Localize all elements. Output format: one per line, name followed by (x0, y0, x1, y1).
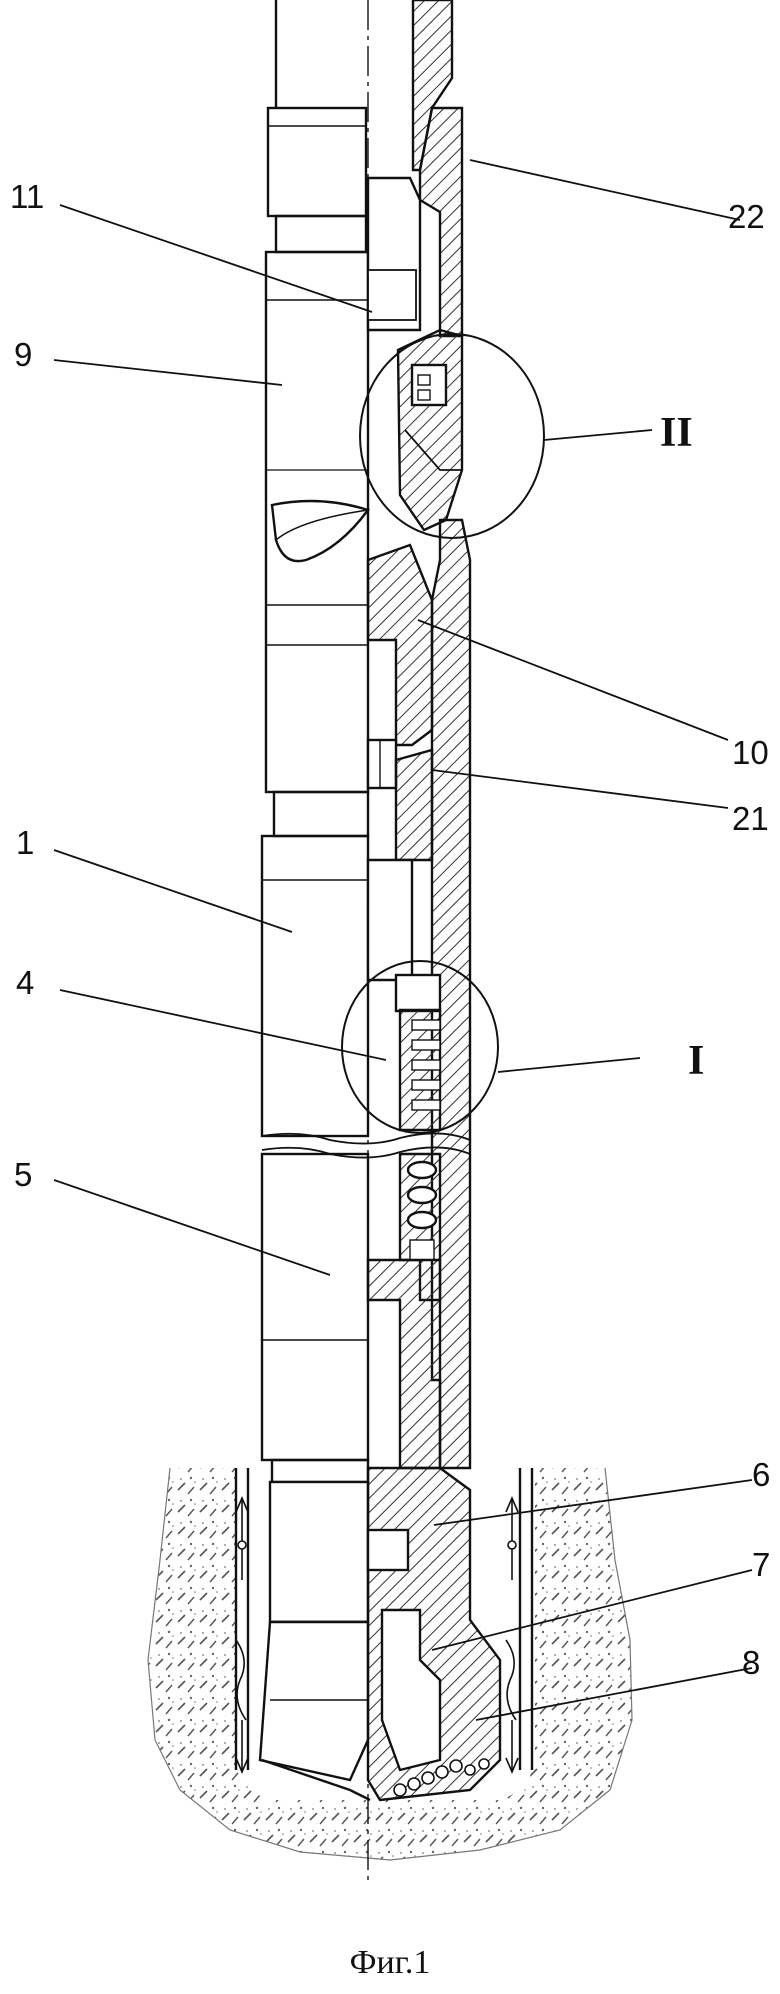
callout-8: 8 (742, 1644, 761, 1681)
callout-7: 7 (752, 1546, 771, 1583)
callout-6: 6 (752, 1456, 771, 1493)
callout-11: 11 (10, 178, 45, 215)
cutters-8 (393, 1758, 490, 1797)
leader-lines (53, 159, 753, 1721)
bit-body-left (258, 1620, 370, 1782)
top-sub (274, 214, 368, 254)
element-21 (366, 738, 398, 790)
detail-circle-i (341, 960, 499, 1134)
callout-4: 4 (16, 964, 35, 1001)
housing-22 (418, 106, 464, 338)
figure-caption: Фиг.1 (349, 1944, 431, 1981)
callout-21: 21 (732, 800, 769, 837)
detail-ii-mechanism (396, 328, 464, 532)
top-coupling (266, 106, 368, 218)
bit-shank (268, 1480, 370, 1624)
detail-circle-ii (359, 333, 545, 539)
tube-10 (366, 543, 434, 747)
callout-9: 9 (14, 336, 33, 373)
sub-neck (272, 790, 370, 838)
flow-arrows-left (235, 1495, 249, 1775)
detail-label-ii: II (660, 410, 693, 456)
detail-label-i: I (688, 1038, 705, 1084)
callout-22: 22 (728, 198, 765, 235)
body-5 (260, 1152, 370, 1462)
nozzle-7 (380, 1608, 442, 1772)
callout-10: 10 (732, 734, 769, 771)
port-window (270, 499, 370, 563)
rock-outline-left (147, 1467, 633, 1861)
callout-5: 5 (14, 1156, 33, 1193)
callout-1: 1 (16, 824, 35, 861)
